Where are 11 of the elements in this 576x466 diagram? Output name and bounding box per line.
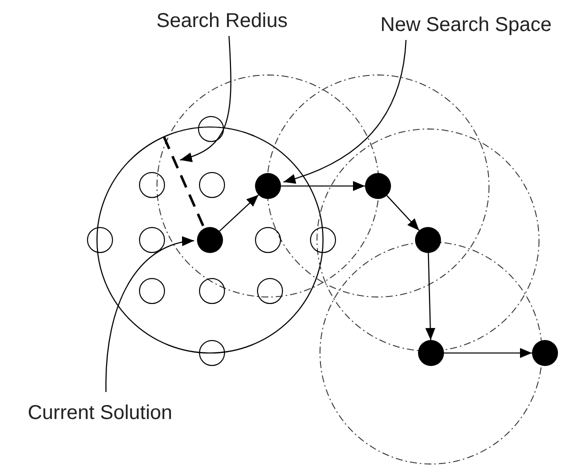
arrow	[219, 194, 259, 232]
leader-line	[180, 36, 232, 162]
arrow	[444, 348, 532, 358]
callout-text: Current Solution	[28, 401, 172, 425]
callout-text: Search Redius	[156, 9, 288, 33]
leader-line	[105, 237, 194, 392]
arrow	[425, 252, 436, 340]
arrow	[281, 181, 365, 191]
arrow	[386, 195, 420, 231]
leader-line	[283, 40, 407, 184]
callout-text: New Search Space	[380, 13, 552, 37]
